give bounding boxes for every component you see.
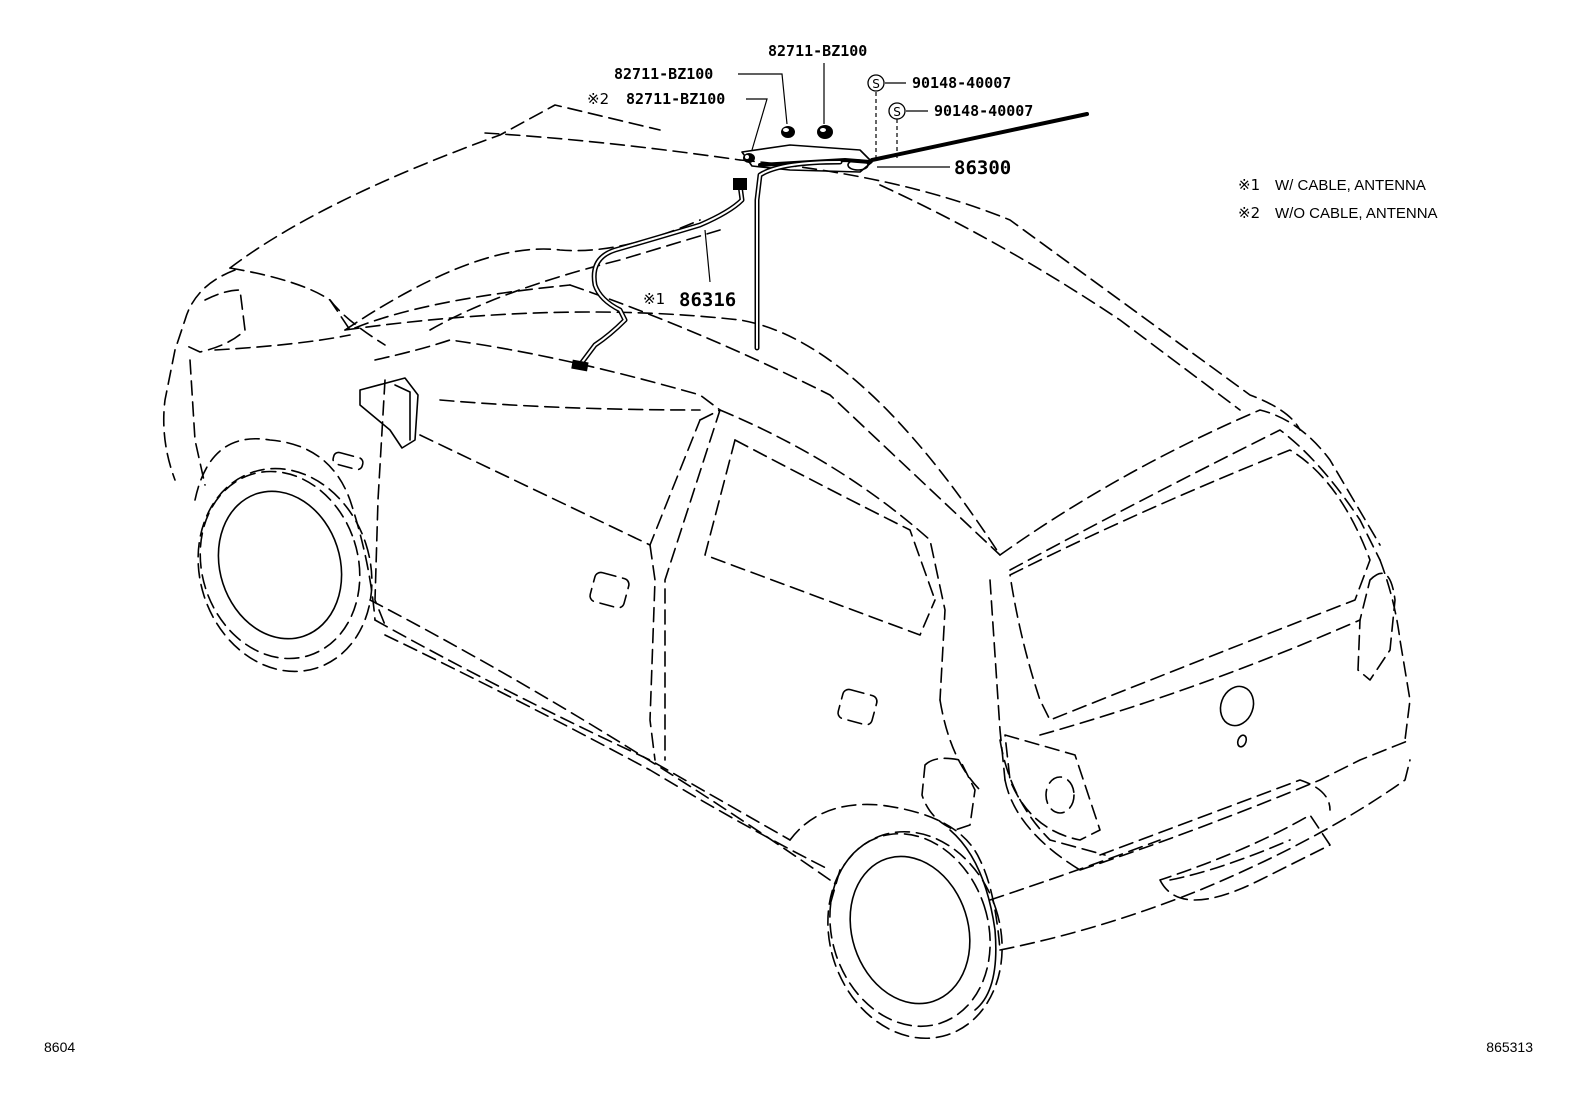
legend-item-2: W/O CABLE, ANTENNA [1275,205,1438,222]
callout-82711-lower-mark: ※2 [587,90,609,108]
clip-82711-right [817,125,833,139]
s-symbol-1-icon: S [867,74,885,92]
legend: ※1 W/ CABLE, ANTENNA ※2 W/O CABLE, ANTEN… [1238,176,1438,222]
footer-left-code: 8604 [44,1039,75,1055]
callout-86300: 86300 [954,157,1011,179]
clip-82711-left [781,126,795,138]
callout-90148-upper: 90148-40007 [912,74,1011,92]
legend-item-1: W/ CABLE, ANTENNA [1275,177,1426,194]
callout-82711-upper-left: 82711-BZ100 [614,65,713,83]
feeder-cable [754,159,843,351]
callout-90148-lower: 90148-40007 [934,102,1033,120]
car-body [162,104,1411,951]
car-solid-details [197,377,1396,1040]
svg-text:S: S [872,77,880,91]
callout-86316: 86316 [679,289,736,311]
antenna-cable-86316 [571,178,747,372]
legend-item-1-mark: ※1 [1238,176,1260,194]
callout-86316-mark: ※1 [643,290,665,308]
svg-text:S: S [893,105,901,119]
legend-item-2-mark: ※2 [1238,204,1260,222]
clip-82711-lower [743,153,755,163]
s-symbol-2-icon: S [888,102,906,120]
callout-82711-lower: 82711-BZ100 [626,90,725,108]
leader-lines [704,63,950,283]
footer-right-code: 865313 [1486,1039,1533,1055]
callout-82711-upper-right: 82711-BZ100 [768,42,867,60]
